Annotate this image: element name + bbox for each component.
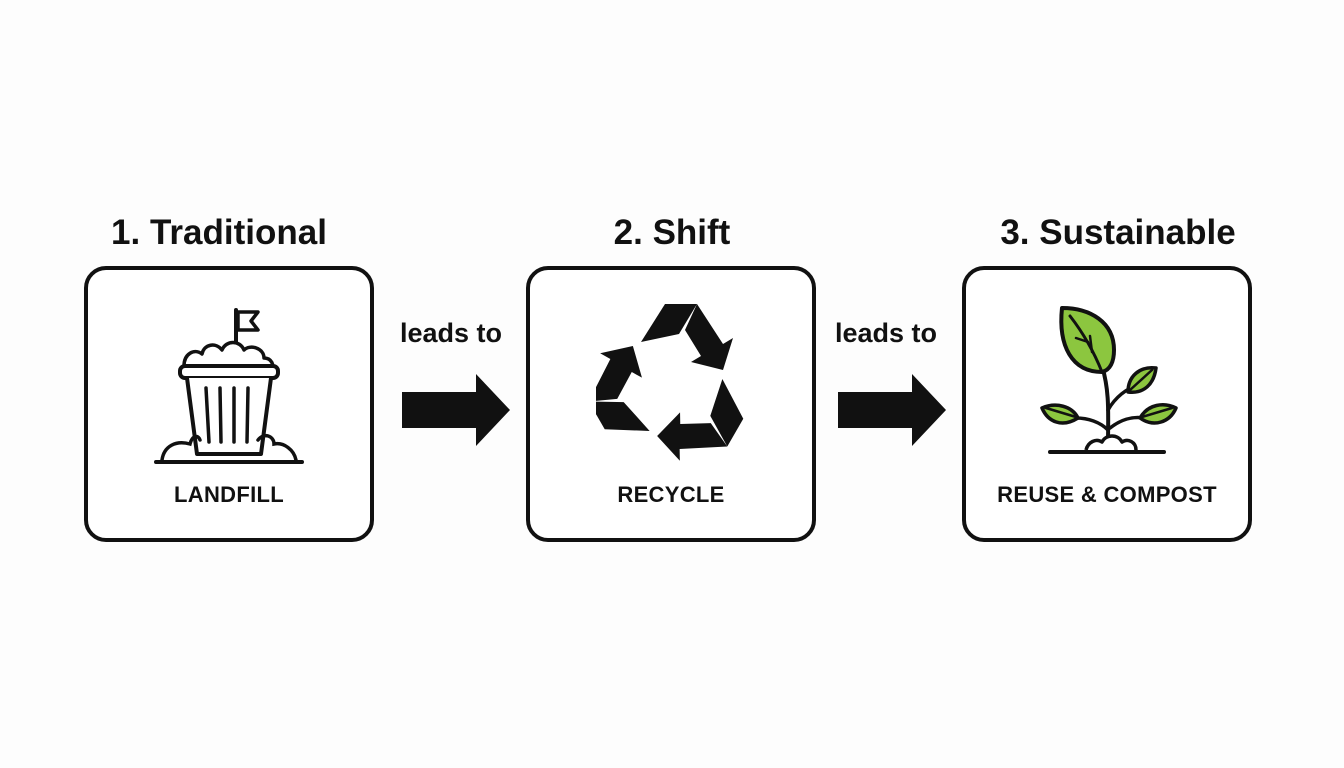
- recycle-icon: [596, 296, 746, 466]
- stage-3-label: REUSE & COMPOST: [997, 482, 1217, 507]
- right-arrow-icon: [836, 372, 948, 448]
- stage-2-label: RECYCLE: [617, 482, 725, 507]
- connector-2-text: leads to: [834, 318, 938, 348]
- stage-2-box: RECYCLE: [526, 266, 816, 542]
- connector-1-text: leads to: [399, 318, 503, 348]
- stage-3-box: REUSE & COMPOST: [962, 266, 1252, 542]
- stage-3-title: 3. Sustainable: [1000, 213, 1236, 252]
- stage-1-box: LANDFILL: [84, 266, 374, 542]
- right-arrow-icon: [400, 372, 512, 448]
- trash-bin-landfill-icon: [154, 296, 304, 466]
- stage-2-title: 2. Shift: [613, 213, 731, 252]
- stage-1-title: 1. Traditional: [111, 213, 327, 252]
- stage-1-label: LANDFILL: [174, 482, 284, 507]
- sprouting-plant-icon: [1032, 296, 1182, 466]
